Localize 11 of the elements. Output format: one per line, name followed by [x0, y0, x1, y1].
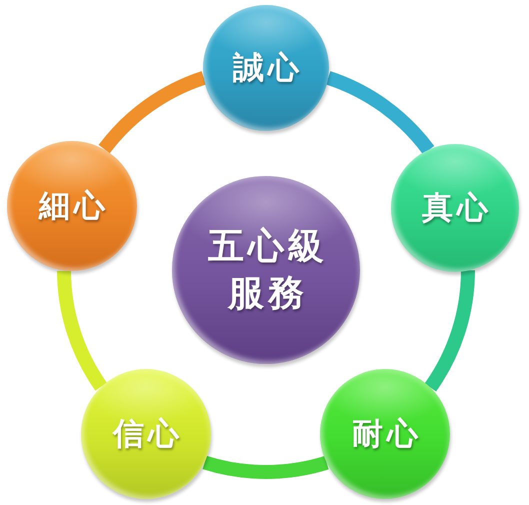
ring-arc — [424, 270, 475, 392]
ring-arc — [326, 71, 434, 155]
node-label: 耐心 — [351, 415, 422, 454]
node-label: 真心 — [421, 189, 492, 228]
ring-arc — [202, 456, 328, 479]
ring-arc — [98, 71, 206, 154]
node-label: 誠心 — [232, 49, 303, 88]
node-label: 信心 — [111, 415, 183, 454]
ring-arc — [57, 270, 108, 390]
node-label: 五心級服務 — [207, 224, 329, 316]
node-label: 細心 — [37, 187, 109, 226]
